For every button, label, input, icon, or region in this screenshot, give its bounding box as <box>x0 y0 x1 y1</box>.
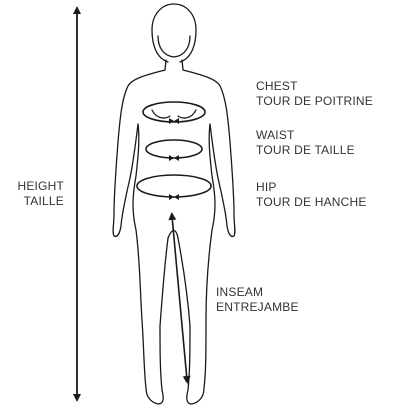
body-silhouette-icon <box>113 4 235 404</box>
height-label: HEIGHT TAILLE <box>2 179 64 209</box>
waist-label-en: WAIST <box>256 128 355 143</box>
hip-tape <box>137 175 211 197</box>
height-label-fr: TAILLE <box>2 194 64 209</box>
waist-label: WAIST TOUR DE TAILLE <box>256 128 355 158</box>
chest-tape <box>143 102 205 122</box>
inseam-label-en: INSEAM <box>216 285 299 300</box>
tape-measure-icon <box>137 102 211 197</box>
hip-tape-buckle <box>169 194 179 200</box>
chest-label-fr: TOUR DE POITRINE <box>256 94 373 109</box>
waist-tape <box>146 140 202 158</box>
chest-label-en: CHEST <box>256 79 373 94</box>
hip-label-fr: TOUR DE HANCHE <box>256 195 367 210</box>
chest-label: CHEST TOUR DE POITRINE <box>256 79 373 109</box>
inseam-arrow-icon <box>172 216 187 380</box>
hip-label: HIP TOUR DE HANCHE <box>256 180 367 210</box>
chest-tape-buckle <box>169 118 179 124</box>
inseam-label-fr: ENTREJAMBE <box>216 300 299 315</box>
waist-label-fr: TOUR DE TAILLE <box>256 143 355 158</box>
waist-tape-buckle <box>169 155 179 161</box>
height-label-en: HEIGHT <box>2 179 64 194</box>
inseam-label: INSEAM ENTREJAMBE <box>216 285 299 315</box>
hip-label-en: HIP <box>256 180 367 195</box>
